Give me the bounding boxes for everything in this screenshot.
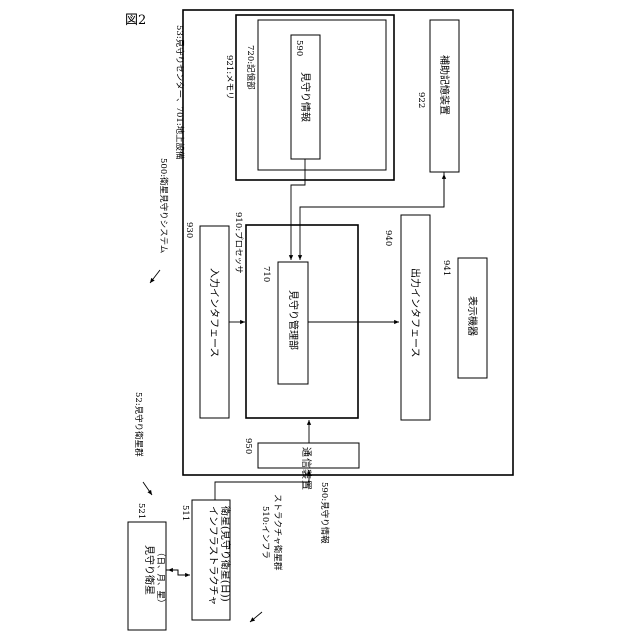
system-label: 500:衛星見守りシステム [158,158,169,253]
display-ref: 941 [441,260,451,276]
aux-storage-ref: 922 [416,92,426,108]
input-interface-ref: 930 [184,222,194,238]
watch-group-leader-arrow [143,482,152,495]
display-text: 表示機器 [466,296,479,336]
watch-info-ref: 590 [294,40,304,56]
input-interface-text: 入力インタフェース [208,268,221,358]
watch-satellite-text-2: （日、月、星） [155,548,166,608]
infra-satellite-ref: 511 [180,505,190,521]
aux-storage-text: 補助記憶装置 [438,55,451,115]
watch-satellite-text-1: 見守り衛星 [143,545,156,595]
infra-group-label-1: 510:インフラ [260,506,270,559]
watch-info-edge-label: 590:見守り情報 [319,482,330,544]
watch-manager-ref: 710 [261,266,271,282]
comm-device-ref: 950 [243,438,253,454]
figure-number: 図2 [125,13,146,28]
output-interface-text: 出力インタフェース [409,268,422,358]
storage-label: 720:記憶部 [245,45,256,90]
output-interface-ref: 940 [383,230,393,246]
system-leader-arrow [150,270,160,283]
watch-manager-text: 見守り管理部 [287,290,300,350]
infra-satellite-text-2: 衛星(見守り衛星(日)) [219,506,232,602]
infra-group-leader-arrow [250,612,262,622]
watch-info-text: 見守り情報 [299,72,312,122]
memory-label: 921:メモリ [224,55,234,100]
comm-device-text: 通信装置 [300,447,313,491]
infra-group-label-2: ストラクチャ衛星群 [272,494,283,571]
center-label-1: 53:見守りセンター、701:地上設備 [174,25,185,160]
watch-satellite-ref: 521 [136,503,146,519]
watch-group-label: 52:見守り衛星群 [133,392,144,457]
edge-infra-watchsat [168,570,178,575]
processor-label: 910:プロセッサ [233,212,243,274]
storage-unit-box [258,20,386,170]
infra-satellite-text-1: インフラストラクチャ [207,506,219,605]
